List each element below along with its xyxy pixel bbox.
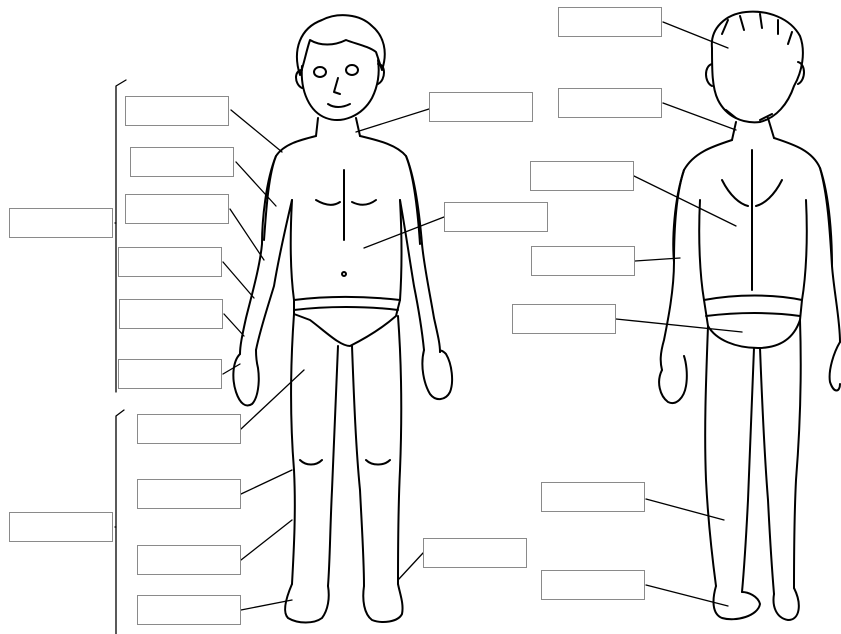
front-label-box-5[interactable] (119, 299, 223, 329)
front-label-box-13[interactable] (423, 538, 527, 568)
back-label-box-1[interactable] (558, 7, 662, 37)
front-sides (291, 200, 402, 300)
back-left-arm (661, 170, 684, 370)
front-label-box-1[interactable] (125, 96, 229, 126)
front-label-box-2[interactable] (130, 147, 234, 177)
front-label-box-7[interactable] (137, 414, 241, 444)
front-left-leg (291, 314, 295, 584)
front-torso (264, 136, 420, 244)
front-label-box-10[interactable] (137, 595, 241, 625)
group-brackets (116, 80, 126, 634)
back-spine (722, 150, 782, 290)
front-label-box-9[interactable] (137, 545, 241, 575)
front-figure-illustration (233, 15, 452, 622)
front-left-hand (233, 350, 258, 406)
front-briefs (294, 297, 400, 346)
upper-group-bracket (116, 80, 126, 392)
back-figure-illustration (659, 12, 840, 620)
back-left-hand (659, 356, 687, 403)
front-briefs-waistband (294, 307, 398, 310)
back-briefs (704, 296, 802, 349)
front-chest-details (316, 170, 376, 240)
front-navel (342, 272, 346, 276)
back-feet (714, 586, 799, 620)
front-label-box-12[interactable] (444, 202, 548, 232)
lower-body-group-box[interactable] (9, 512, 113, 542)
back-label-box-3[interactable] (530, 161, 634, 191)
front-nose (334, 78, 340, 94)
front-right-eye (346, 65, 358, 75)
back-right-hand (830, 342, 840, 391)
front-hair (297, 15, 385, 75)
back-right-arm (820, 168, 840, 342)
front-left-foot (285, 584, 329, 623)
front-left-leg-inner (328, 346, 338, 586)
front-right-hand (422, 350, 452, 399)
front-label-box-3[interactable] (125, 194, 229, 224)
back-label-box-7[interactable] (541, 570, 645, 600)
back-hair-strokes (722, 14, 792, 120)
front-face (302, 60, 379, 120)
front-right-leg-outer (398, 316, 401, 584)
front-left-arm-inner (256, 200, 292, 350)
front-left-eye (314, 67, 326, 77)
lower-group-bracket (116, 410, 124, 634)
front-ears (296, 64, 384, 88)
front-mouth (328, 104, 350, 107)
front-label-box-8[interactable] (137, 479, 241, 509)
front-right-leg (352, 346, 364, 586)
front-label-box-4[interactable] (118, 247, 222, 277)
front-label-box-11[interactable] (429, 92, 533, 122)
front-right-arm (406, 156, 440, 352)
back-ears (706, 62, 804, 86)
front-right-foot (363, 584, 402, 622)
back-label-box-2[interactable] (558, 88, 662, 118)
back-left-leg (705, 326, 754, 592)
back-right-leg (760, 320, 801, 594)
back-briefs-seam (706, 313, 800, 316)
back-label-box-5[interactable] (512, 304, 616, 334)
back-label-box-6[interactable] (541, 482, 645, 512)
front-label-box-6[interactable] (118, 359, 222, 389)
back-label-box-4[interactable] (531, 246, 635, 276)
front-knees (300, 460, 390, 465)
upper-body-group-box[interactable] (9, 208, 113, 238)
